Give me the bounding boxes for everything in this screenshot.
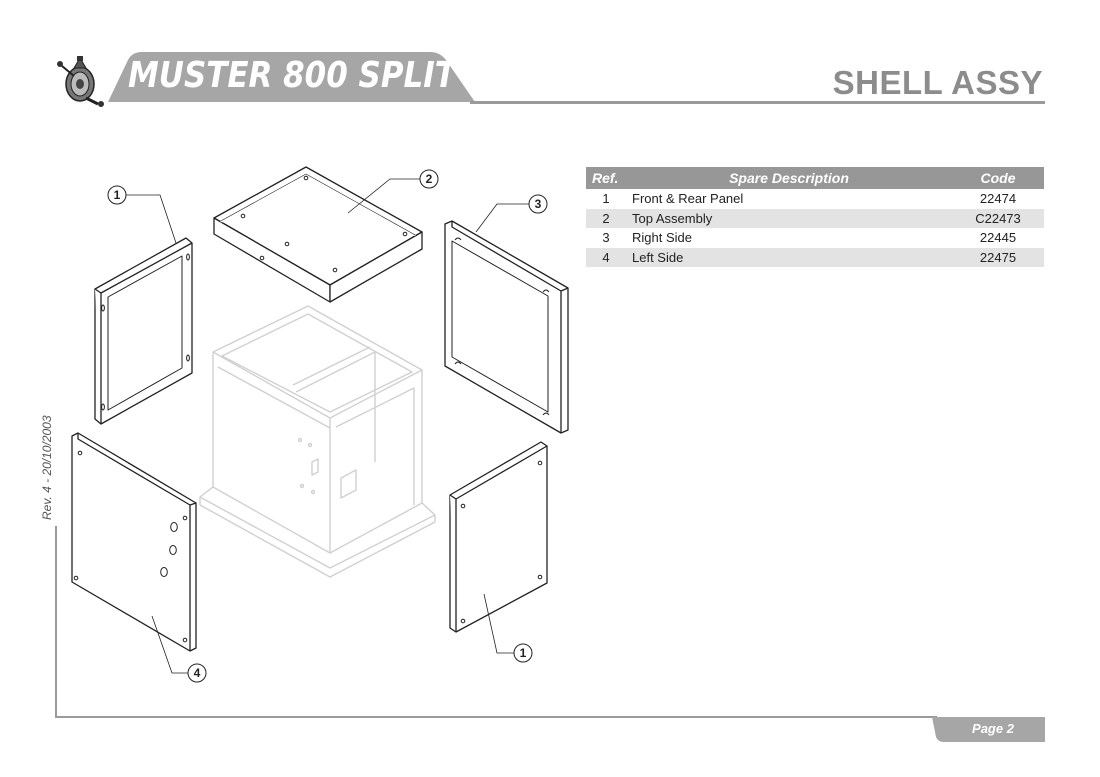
header-banner [108, 52, 475, 102]
front-rear-panel-frame-holes [101, 253, 190, 411]
row-ref: 3 [602, 230, 610, 246]
table-row: 3 Right Side 22445 [586, 228, 1044, 248]
top-assembly-part [213, 166, 423, 303]
callout-2: 2 [419, 169, 439, 189]
column-header-description: Spare Description [626, 167, 952, 189]
inner-frame-outline [199, 305, 436, 578]
svg-text:1: 1 [114, 188, 121, 202]
callout-1-bottom: 1 [513, 643, 533, 663]
leader-lines [126, 178, 529, 674]
row-ref: 1 [602, 191, 610, 207]
page-tab [932, 717, 1045, 742]
callout-3: 3 [528, 194, 548, 214]
row-ref: 2 [586, 208, 626, 228]
left-side-holes [73, 450, 188, 643]
front-rear-panel-frame-part [94, 237, 193, 425]
svg-text:2: 2 [426, 172, 433, 186]
frame-line-bottom [55, 716, 937, 718]
frame-line-left [55, 526, 57, 718]
parts-table: Ref. Spare Description Code 1 Front & Re… [586, 167, 1044, 267]
left-side-part [71, 432, 197, 652]
table-row: 2 Top Assembly C22473 [586, 208, 1044, 228]
svg-text:3: 3 [535, 197, 542, 211]
header-rule [470, 101, 1045, 104]
column-header-ref: Ref. [586, 167, 626, 189]
table-row: 1 Front & Rear Panel 22474 [586, 189, 1044, 209]
svg-text:1: 1 [520, 646, 527, 660]
top-assembly-holes [240, 175, 408, 273]
table-header-row: Ref. Spare Description Code [586, 167, 1044, 189]
front-rear-panel-solid-part [449, 441, 548, 633]
compressor-logo-icon [57, 56, 104, 107]
row-code: 22474 [979, 191, 1017, 207]
page-number: Page 2 [972, 721, 1014, 736]
row-code: 22475 [952, 247, 1044, 267]
table-row: 4 Left Side 22475 [586, 247, 1044, 267]
row-description: Left Side [626, 247, 952, 267]
svg-text:4: 4 [194, 666, 201, 680]
row-description: Top Assembly [626, 208, 952, 228]
row-ref: 4 [586, 247, 626, 267]
right-side-part [444, 220, 569, 434]
column-header-code: Code [952, 167, 1044, 189]
row-description: Right Side [632, 230, 692, 246]
exploded-shell-drawing: 1 2 3 1 4 [71, 166, 569, 683]
row-description: Front & Rear Panel [632, 191, 744, 207]
front-rear-panel-solid-holes [460, 460, 543, 624]
row-code: 22445 [979, 230, 1017, 246]
callout-4: 4 [187, 663, 207, 683]
row-code: C22473 [952, 208, 1044, 228]
callout-1-top: 1 [107, 185, 127, 205]
section-title: SHELL ASSY [832, 64, 1043, 101]
product-title: MUSTER 800 SPLIT [128, 55, 456, 96]
